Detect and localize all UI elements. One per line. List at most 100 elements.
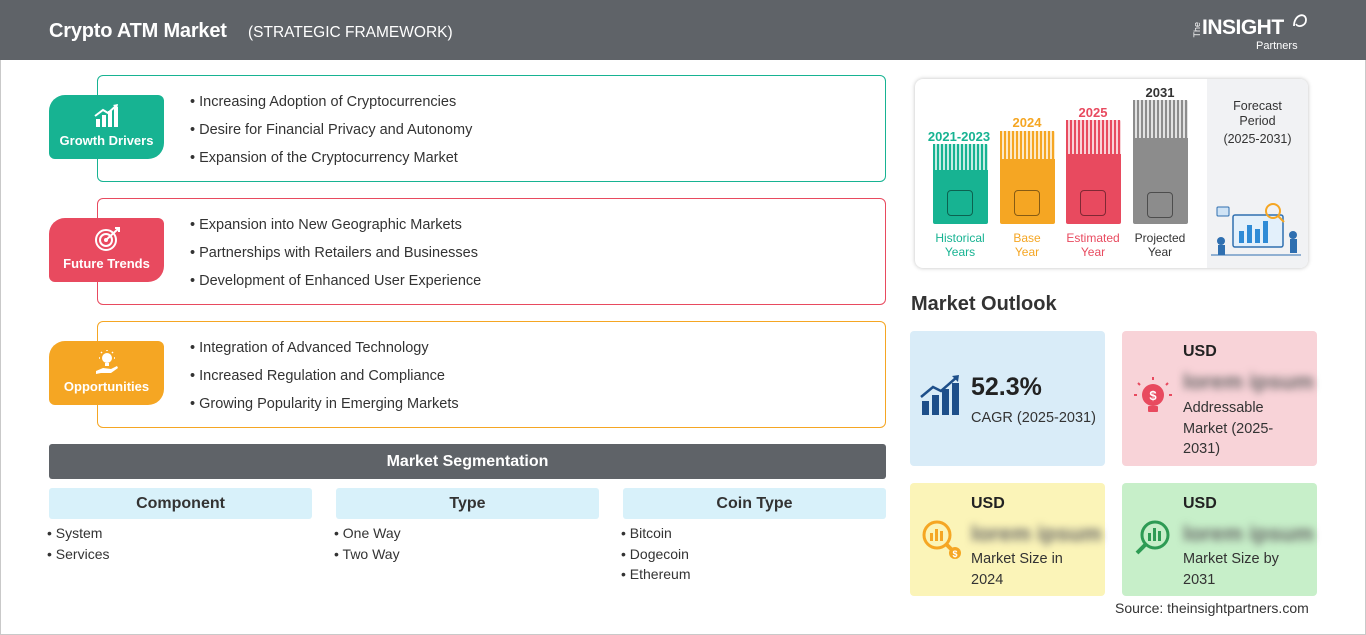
timeline-year: 2021-2023 <box>927 129 991 144</box>
addressable-market-box: USD lorem ipsum $ Addressable Market (20… <box>1122 331 1317 466</box>
opportunities-list: Integration of Advanced Technology Incre… <box>190 340 459 424</box>
list-item: Integration of Advanced Technology <box>190 340 459 368</box>
timeline-year: 2025 <box>1078 105 1108 120</box>
timeline-label: Base Year <box>989 231 1065 259</box>
list-item: Bitcoin <box>621 525 691 546</box>
label-line: Year <box>1014 245 1040 259</box>
list-item: Two Way <box>334 546 401 567</box>
label-line: Year <box>1147 245 1173 259</box>
forecast-period-label: Forecast Period (2025-2031) <box>1215 99 1300 147</box>
bar-stripes <box>1000 131 1055 159</box>
segment-heading-component: Component <box>49 488 312 519</box>
blurred-value: lorem ipsum <box>1183 521 1314 546</box>
blurred-value: lorem ipsum <box>971 521 1102 546</box>
future-trends-card: Expansion into New Geographic Markets Pa… <box>97 198 886 305</box>
presentation-icon <box>1147 192 1173 218</box>
label-line: Addressable <box>1183 400 1264 416</box>
header-bar: Crypto ATM Market (STRATEGIC FRAMEWORK) … <box>0 0 1366 60</box>
logo-swoosh-icon <box>1293 14 1307 27</box>
lightbulb-hand-icon <box>96 350 118 374</box>
badge-label: Opportunities <box>63 379 150 394</box>
market-size-2031-box: USD lorem ipsum Market Size by 2031 <box>1122 483 1317 596</box>
list-item: Desire for Financial Privacy and Autonom… <box>190 122 472 150</box>
market-size-2024-label: Market Size in 2024 <box>971 549 1063 590</box>
timeline-year: 2031 <box>1145 85 1175 100</box>
cagr-value: 52.3% <box>971 373 1042 401</box>
label-line: Year <box>1080 245 1106 259</box>
bulb-dollar-icon: $ <box>1134 377 1172 412</box>
growth-drivers-card: Increasing Adoption of Cryptocurrencies … <box>97 75 886 182</box>
label-line: 2031) <box>1183 441 1221 457</box>
list-item: Ethereum <box>621 566 691 587</box>
logo-partners-text: Partners <box>1256 40 1298 52</box>
label-line: Projected <box>1134 231 1186 245</box>
svg-text:$: $ <box>952 549 957 559</box>
magnifier-chart-icon <box>1135 520 1170 555</box>
list-item: Services <box>47 546 110 567</box>
label-line: Estimated <box>1066 231 1120 245</box>
label-line: Market Size in <box>971 551 1063 567</box>
opportunities-badge: Opportunities <box>49 341 164 405</box>
list-item: Increasing Adoption of Cryptocurrencies <box>190 94 472 122</box>
list-item: One Way <box>334 525 401 546</box>
currency-label: USD <box>971 495 1005 512</box>
label-line: 2024 <box>971 571 1004 588</box>
growth-chart-icon <box>94 104 118 127</box>
magnifier-dollar-icon: $ <box>922 520 961 559</box>
growth-drivers-list: Increasing Adoption of Cryptocurrencies … <box>190 94 472 178</box>
forecast-line: Period <box>1239 114 1276 128</box>
market-size-2031-label: Market Size by 2031 <box>1183 549 1279 590</box>
type-list: One Way Two Way <box>334 525 401 566</box>
list-item: Partnerships with Retailers and Business… <box>190 245 481 273</box>
label-line: Historical <box>935 231 985 245</box>
svg-text:$: $ <box>1149 388 1157 403</box>
list-item: Growing Popularity in Emerging Markets <box>190 396 459 424</box>
list-item: Expansion of the Cryptocurrency Market <box>190 150 472 178</box>
calendar-icon <box>1014 190 1040 216</box>
growth-drivers-badge: Growth Drivers <box>49 95 164 159</box>
list-item: Increased Regulation and Compliance <box>190 368 459 396</box>
cagr-label: CAGR (2025-2031) <box>971 410 1096 426</box>
currency-label: USD <box>1183 343 1217 360</box>
forecast-line: Forecast <box>1233 99 1282 113</box>
bar-stripes <box>1066 120 1121 154</box>
addressable-label: Addressable Market (2025- 2031) <box>1183 398 1273 460</box>
timeline-bar <box>1133 100 1188 224</box>
gears-icon <box>1080 190 1106 216</box>
timeline-bar <box>1066 120 1121 224</box>
label-line: Years <box>944 245 976 259</box>
source-note: Source: theinsightpartners.com <box>1115 600 1309 616</box>
label-line: Market Size by <box>1183 551 1279 567</box>
coin-type-list: Bitcoin Dogecoin Ethereum <box>621 525 691 587</box>
page-subtitle: (STRATEGIC FRAMEWORK) <box>248 24 453 41</box>
list-item: Expansion into New Geographic Markets <box>190 217 481 245</box>
badge-label: Future Trends <box>63 256 150 271</box>
timeline-label: Estimated Year <box>1055 231 1131 259</box>
logo-the-text: The <box>1192 22 1202 38</box>
page-title: Crypto ATM Market <box>49 20 227 42</box>
blurred-value: lorem ipsum <box>1183 369 1314 394</box>
future-trends-list: Expansion into New Geographic Markets Pa… <box>190 217 481 301</box>
list-item: Development of Enhanced User Experience <box>190 273 481 301</box>
label-line: Market (2025- <box>1183 420 1274 437</box>
opportunities-card: Integration of Advanced Technology Incre… <box>97 321 886 428</box>
history-clock-icon <box>947 190 973 216</box>
market-segmentation-bar: Market Segmentation <box>49 444 886 479</box>
logo-insight-text: INSIGHT <box>1202 16 1284 39</box>
forecast-line: (2025-2031) <box>1223 132 1292 146</box>
future-trends-badge: Future Trends <box>49 218 164 282</box>
badge-label: Growth Drivers <box>59 133 154 148</box>
timeline-label: Historical Years <box>922 231 998 259</box>
market-size-2024-box: USD lorem ipsum $ Market Size in 2024 <box>910 483 1105 596</box>
segment-heading-type: Type <box>336 488 599 519</box>
currency-label: USD <box>1183 495 1217 512</box>
bar-growth-icon <box>920 375 959 415</box>
analytics-illustration-icon <box>1211 203 1301 256</box>
timeline-year: 2024 <box>1012 115 1042 130</box>
insight-partners-logo[interactable]: The INSIGHT Partners <box>1192 10 1312 54</box>
bar-stripes <box>1133 100 1188 138</box>
segment-heading-coin-type: Coin Type <box>623 488 886 519</box>
timeline-bar <box>933 144 988 224</box>
label-line: 2031 <box>1183 571 1216 588</box>
label-line: Base <box>1013 231 1041 245</box>
